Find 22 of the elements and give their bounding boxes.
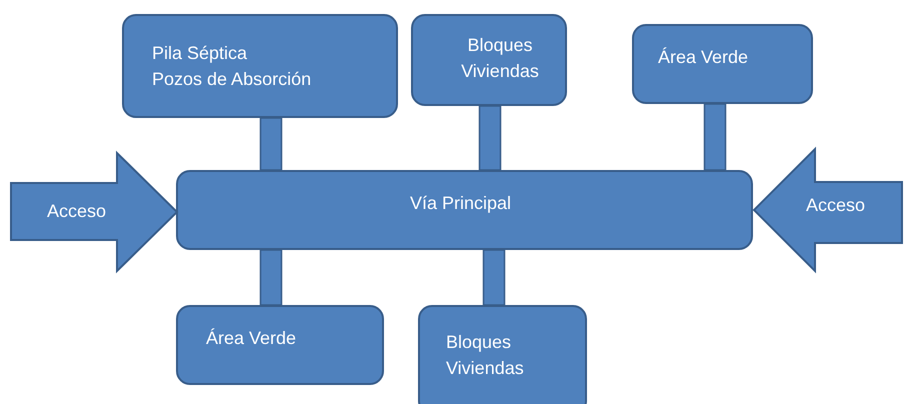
- rounded-box: [122, 14, 398, 118]
- connector-bar: [260, 249, 282, 306]
- connector-bar: [478, 105, 502, 171]
- node-label: Área Verde: [206, 327, 296, 350]
- block-arrow: [753, 148, 903, 272]
- node-label: Bloques Viviendas: [446, 331, 525, 380]
- rounded-box: [411, 14, 567, 106]
- node-label: Bloques Viviendas: [460, 34, 540, 83]
- node-label: Acceso: [806, 194, 866, 217]
- connector-bar: [260, 117, 282, 171]
- rounded-box: [418, 305, 587, 404]
- node-label: Área Verde: [658, 46, 748, 69]
- connector-bar: [704, 103, 726, 171]
- node-label: Acceso: [47, 200, 106, 223]
- block-arrow: [10, 152, 178, 272]
- node-label: Pila Séptica: [152, 42, 248, 65]
- node-label: Vía Principal: [410, 192, 512, 215]
- rounded-box: [176, 305, 384, 385]
- connector-bar: [482, 249, 506, 306]
- rounded-box: [632, 24, 813, 104]
- rounded-box: [176, 170, 753, 250]
- node-label: Pozos de Absorción: [152, 68, 312, 91]
